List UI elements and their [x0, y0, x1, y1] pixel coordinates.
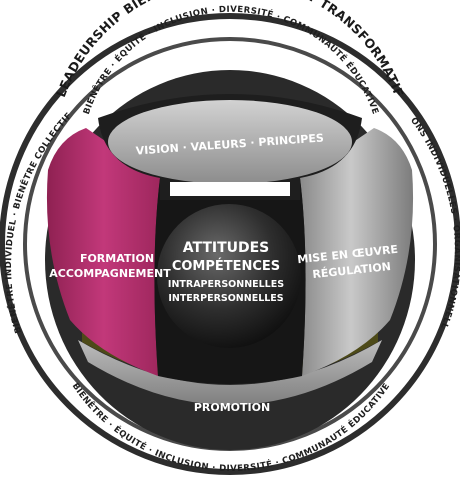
sphere-line1: ATTITUDES [183, 240, 270, 256]
sphere-line2: COMPÉTENCES [172, 258, 280, 274]
left-panel-line2: ACCOMPAGNEMENT [49, 267, 171, 280]
promotion-label: PROMOTION [194, 401, 270, 414]
promotion-band [78, 340, 382, 405]
center-sphere [157, 204, 301, 348]
left-panel-line1: FORMATION [80, 252, 154, 265]
left-panel-shape [46, 128, 160, 376]
sphere-line4: INTERPERSONNELLES [168, 293, 283, 304]
lid-gap [170, 182, 290, 196]
top-lid [108, 100, 352, 184]
right-panel-shape [300, 128, 414, 376]
sphere-line3: INTRAPERSONNELLES [168, 279, 284, 290]
